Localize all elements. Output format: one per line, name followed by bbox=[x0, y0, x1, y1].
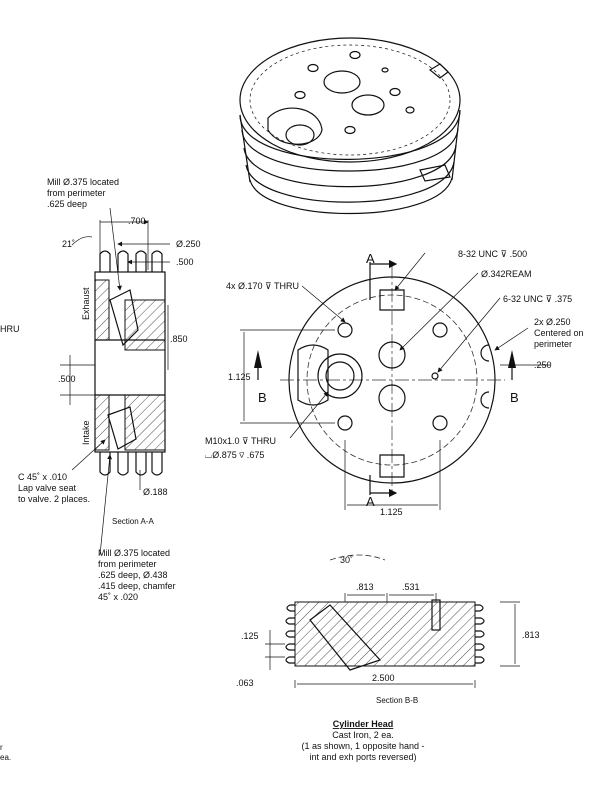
section-aa-mill-bottom-4: .415 deep, chamfer bbox=[98, 581, 176, 591]
cut-label-b-left: B bbox=[258, 390, 267, 405]
chamfer-note-3: to valve. 2 places. bbox=[18, 494, 90, 504]
svg-text:from perimeter: from perimeter bbox=[47, 188, 106, 198]
svg-text:Mill Ø.375 located: Mill Ø.375 located bbox=[98, 548, 170, 558]
cut-label-b-right: B bbox=[510, 390, 519, 405]
section-aa-labels: Mill Ø.375 located from perimeter .625 d… bbox=[0, 177, 201, 602]
cut-label-a-top: A bbox=[366, 251, 375, 266]
edge-fragments: r ea. bbox=[0, 743, 11, 762]
svg-text:.625 deep, Ø.438: .625 deep, Ø.438 bbox=[98, 570, 168, 580]
note-6-32-unc: 6-32 UNC ⊽ .375 bbox=[503, 294, 572, 304]
svg-text:r: r bbox=[0, 743, 3, 752]
section-bb-caption: Section B-B bbox=[376, 696, 418, 705]
dim-813-side: .813 bbox=[522, 630, 540, 640]
note-m10-line1: M10x1.0 ⊽ THRU bbox=[205, 436, 276, 446]
svg-text:Lap valve seat: Lap valve seat bbox=[18, 483, 77, 493]
svg-text:from perimeter: from perimeter bbox=[98, 559, 157, 569]
dim-813-top: .813 bbox=[356, 582, 374, 592]
chamfer-note-1: C 45˚ x .010 bbox=[18, 472, 67, 482]
dim-500-aa-top: .500 bbox=[176, 257, 194, 267]
drawing-note-2: int and exh ports reversed) bbox=[309, 752, 416, 762]
label-exhaust: Exhaust bbox=[81, 287, 91, 320]
title-block: Cylinder Head Cast Iron, 2 ea. (1 as sho… bbox=[301, 719, 424, 762]
top-view bbox=[240, 252, 550, 510]
dim-125: .125 bbox=[241, 631, 259, 641]
dim-500-aa-left: .500 bbox=[58, 374, 76, 384]
svg-text:Mill Ø.375 located: Mill Ø.375 located bbox=[47, 177, 119, 187]
dim-250-top: .250 bbox=[534, 360, 552, 370]
angle-30: 30˚ bbox=[340, 555, 353, 565]
dim-2500: 2.500 bbox=[372, 673, 395, 683]
angle-21: 21˚ bbox=[62, 239, 75, 249]
section-bb-view bbox=[265, 554, 520, 688]
label-intake: Intake bbox=[81, 420, 91, 445]
svg-text:to valve. 2 places.: to valve. 2 places. bbox=[18, 494, 90, 504]
dim-1125-horizontal: 1.125 bbox=[380, 507, 403, 517]
dim-dia-250-aa: Ø.250 bbox=[176, 239, 201, 249]
dim-850: .850 bbox=[170, 334, 188, 344]
dim-531: .531 bbox=[402, 582, 420, 592]
section-bb-labels: 30˚ .813 .531 .125 .813 .063 2.500 Secti… bbox=[236, 555, 540, 705]
svg-text:Centered on: Centered on bbox=[534, 328, 584, 338]
section-aa-mill-bottom-2: from perimeter bbox=[98, 559, 157, 569]
section-aa-mill-bottom-3: .625 deep, Ø.438 bbox=[98, 570, 168, 580]
note-8-32-unc: 8-32 UNC ⊽ .500 bbox=[458, 249, 527, 259]
section-aa-mill-bottom-1: Mill Ø.375 located bbox=[98, 548, 170, 558]
section-aa-mill-note-3: .625 deep bbox=[47, 199, 87, 209]
svg-text:45˚ x .020: 45˚ x .020 bbox=[98, 592, 138, 602]
section-aa-view bbox=[60, 207, 170, 556]
dim-700: .700 bbox=[128, 216, 146, 226]
note-4x-holes: 4x Ø.170 ⊽ THRU bbox=[226, 281, 299, 291]
isometric-view bbox=[239, 37, 461, 215]
note-2x-line2: Centered on bbox=[534, 328, 584, 338]
note-ream: Ø.342REAM bbox=[481, 269, 532, 279]
cut-label-a-bottom: A bbox=[366, 494, 375, 509]
svg-text:C 45˚ x .010: C 45˚ x .010 bbox=[18, 472, 67, 482]
chamfer-note-2: Lap valve seat bbox=[18, 483, 77, 493]
section-aa-mill-note-2: from perimeter bbox=[47, 188, 106, 198]
svg-text:2x Ø.250: 2x Ø.250 bbox=[534, 317, 571, 327]
edge-fragment-1: r bbox=[0, 743, 3, 752]
section-aa-mill-bottom-5: 45˚ x .020 bbox=[98, 592, 138, 602]
svg-text:⌴Ø.875 ⊽ .675: ⌴Ø.875 ⊽ .675 bbox=[205, 450, 264, 460]
drawing-material: Cast Iron, 2 ea. bbox=[332, 730, 394, 740]
drawing-note-1: (1 as shown, 1 opposite hand - bbox=[301, 741, 424, 751]
drawing-title: Cylinder Head bbox=[333, 719, 394, 729]
section-aa-caption: Section A-A bbox=[112, 517, 154, 526]
svg-text:M10x1.0 ⊽ THRU: M10x1.0 ⊽ THRU bbox=[205, 436, 276, 446]
note-2x-line3: perimeter bbox=[534, 339, 572, 349]
svg-text:perimeter: perimeter bbox=[534, 339, 572, 349]
section-aa-mill-note-1: Mill Ø.375 located bbox=[47, 177, 119, 187]
note-m10-line2: ⌴Ø.875 ⊽ .675 bbox=[205, 450, 264, 460]
dim-1125-vertical: 1.125 bbox=[228, 372, 251, 382]
dim-063: .063 bbox=[236, 678, 254, 688]
svg-text:ea.: ea. bbox=[0, 753, 11, 762]
top-view-labels: A A B B 8-32 UNC ⊽ .500 Ø.342REAM 6-32 U… bbox=[205, 249, 584, 517]
edge-fragment-2: ea. bbox=[0, 753, 11, 762]
svg-text:.415 deep, chamfer: .415 deep, chamfer bbox=[98, 581, 176, 591]
cut-thru-fragment: HRU bbox=[0, 324, 20, 334]
svg-text:.625 deep: .625 deep bbox=[47, 199, 87, 209]
note-2x-line1: 2x Ø.250 bbox=[534, 317, 571, 327]
dim-dia-188: Ø.188 bbox=[143, 487, 168, 497]
